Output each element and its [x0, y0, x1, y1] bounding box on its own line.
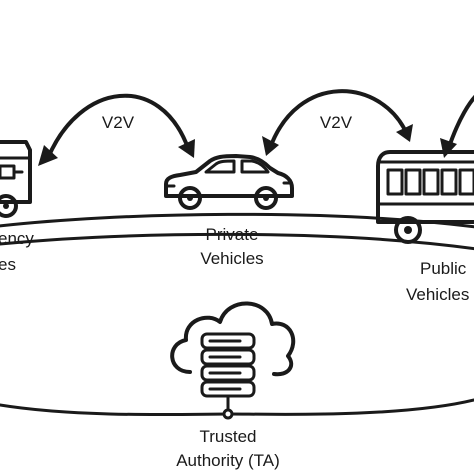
ambulance-icon	[0, 140, 32, 218]
bus-icon	[376, 150, 474, 244]
trusted-authority-label-line2: Authority (TA)	[176, 451, 280, 470]
private-vehicles-label-line2: Vehicles	[200, 249, 263, 268]
car-icon	[164, 154, 294, 210]
emergency-vehicles-label-line1: ency	[0, 229, 34, 248]
public-vehicles-label-line2: Vehicles	[406, 285, 469, 304]
v2v-link-3-partial	[446, 95, 474, 152]
v2v-link-2: V2V	[262, 89, 413, 156]
public-vehicles-label-line1: Public	[420, 259, 467, 278]
cloud-server-icon	[170, 301, 296, 420]
v2v-label-1: V2V	[102, 113, 135, 132]
private-vehicles-label-line1: Private	[206, 225, 259, 244]
emergency-vehicles-label-line2: es	[0, 255, 16, 274]
ta-connection-loop	[0, 398, 474, 417]
v2v-link-1: V2V	[38, 93, 195, 166]
v2v-link-3-arrowhead	[440, 138, 457, 158]
trusted-authority-label-line1: Trusted	[199, 427, 256, 446]
v2v-label-2: V2V	[320, 113, 353, 132]
